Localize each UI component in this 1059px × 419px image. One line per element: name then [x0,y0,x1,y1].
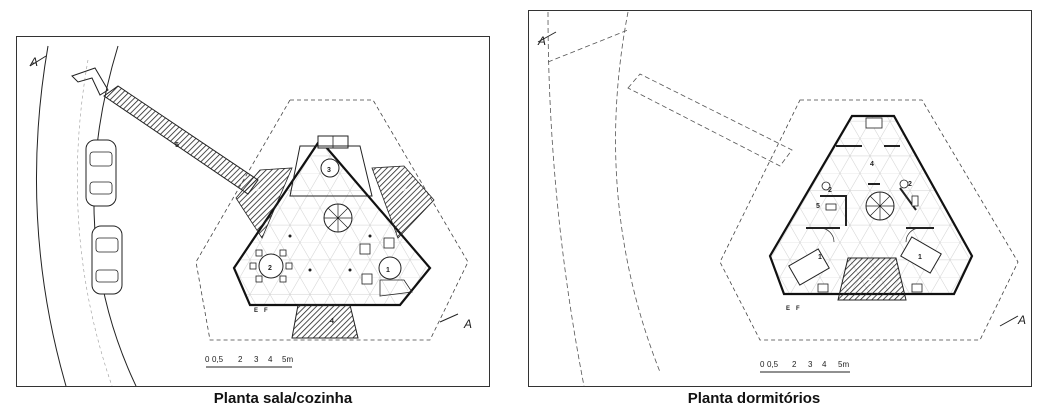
car-lower [91,225,123,295]
road-outer-curve [35,45,67,386]
access-bridge [103,85,259,195]
section-mark-left-b: A [463,317,472,331]
scale-bar-right: 0 0,5 2 3 4 5m [760,360,850,373]
central-stairs [837,257,907,301]
scale-label: 0 [205,355,210,364]
road-outer-dashed [547,11,585,386]
scale-label: 4 [822,360,827,369]
room-number: 4 [870,161,874,168]
kitchen-table [320,158,340,178]
scale-label: 0,5 [767,360,779,369]
road-inner-curve [93,45,137,386]
room-number: 2 [828,187,832,194]
room-number: 3 [868,279,872,286]
legend-mark: E [254,308,258,314]
car-upper [85,139,117,207]
dining-table [258,253,284,279]
scale-label: 2 [238,355,243,364]
access-bridge-dashed [627,73,793,167]
site-outline-dashed [719,99,1019,341]
scale-label: 4 [268,355,273,364]
right-plan: A A 1 1 2 2 3 4 5 E F 0 0,5 2 3 4 5m [537,11,1026,386]
room-number: 5 [816,203,820,210]
section-mark-right-a: A [537,34,546,48]
scale-label: 3 [808,360,813,369]
spiral-stair [865,191,895,221]
site-outline-dashed [195,99,469,341]
scale-label: 0 [760,360,765,369]
road-inner-dashed [615,11,661,373]
scale-bar-left: 0 0,5 2 3 4 5m [205,355,293,368]
legend-mark: E [786,306,790,312]
scale-label: 2 [792,360,797,369]
caption-living-kitchen: Planta sala/cozinha [213,390,353,407]
entry-deck [291,304,359,339]
legend-mark: F [796,306,800,312]
bed-left [788,248,830,286]
lounge-table [378,256,402,280]
section-mark-right-b: A [1017,313,1026,327]
room-number: 1 [386,267,390,274]
room-number: 1 [818,254,822,261]
room-number: 2 [908,181,912,188]
section-mark-left-a: A [29,55,38,69]
legend-mark: F [264,308,268,314]
room-number: 4 [330,318,334,325]
room-number: 3 [327,167,331,174]
scale-label: 0,5 [212,355,224,364]
road-edge-dashed [76,59,113,386]
plan-panel-bedrooms [528,10,1032,387]
spiral-stair [323,203,353,233]
bed-right [900,236,942,274]
left-plan: A A 1 2 3 4 5 6 6 E F 0 0,5 2 3 4 5m [29,45,472,386]
room-number: 2 [268,265,272,272]
room-number: 6 [403,187,407,194]
room-number: 5 [175,142,179,149]
caption-bedrooms: Planta dormitórios [687,390,821,407]
scale-label: 5m [838,360,849,369]
room-number: 1 [918,254,922,261]
scale-label: 5m [282,355,293,364]
scale-label: 3 [254,355,259,364]
room-number: 6 [256,187,260,194]
